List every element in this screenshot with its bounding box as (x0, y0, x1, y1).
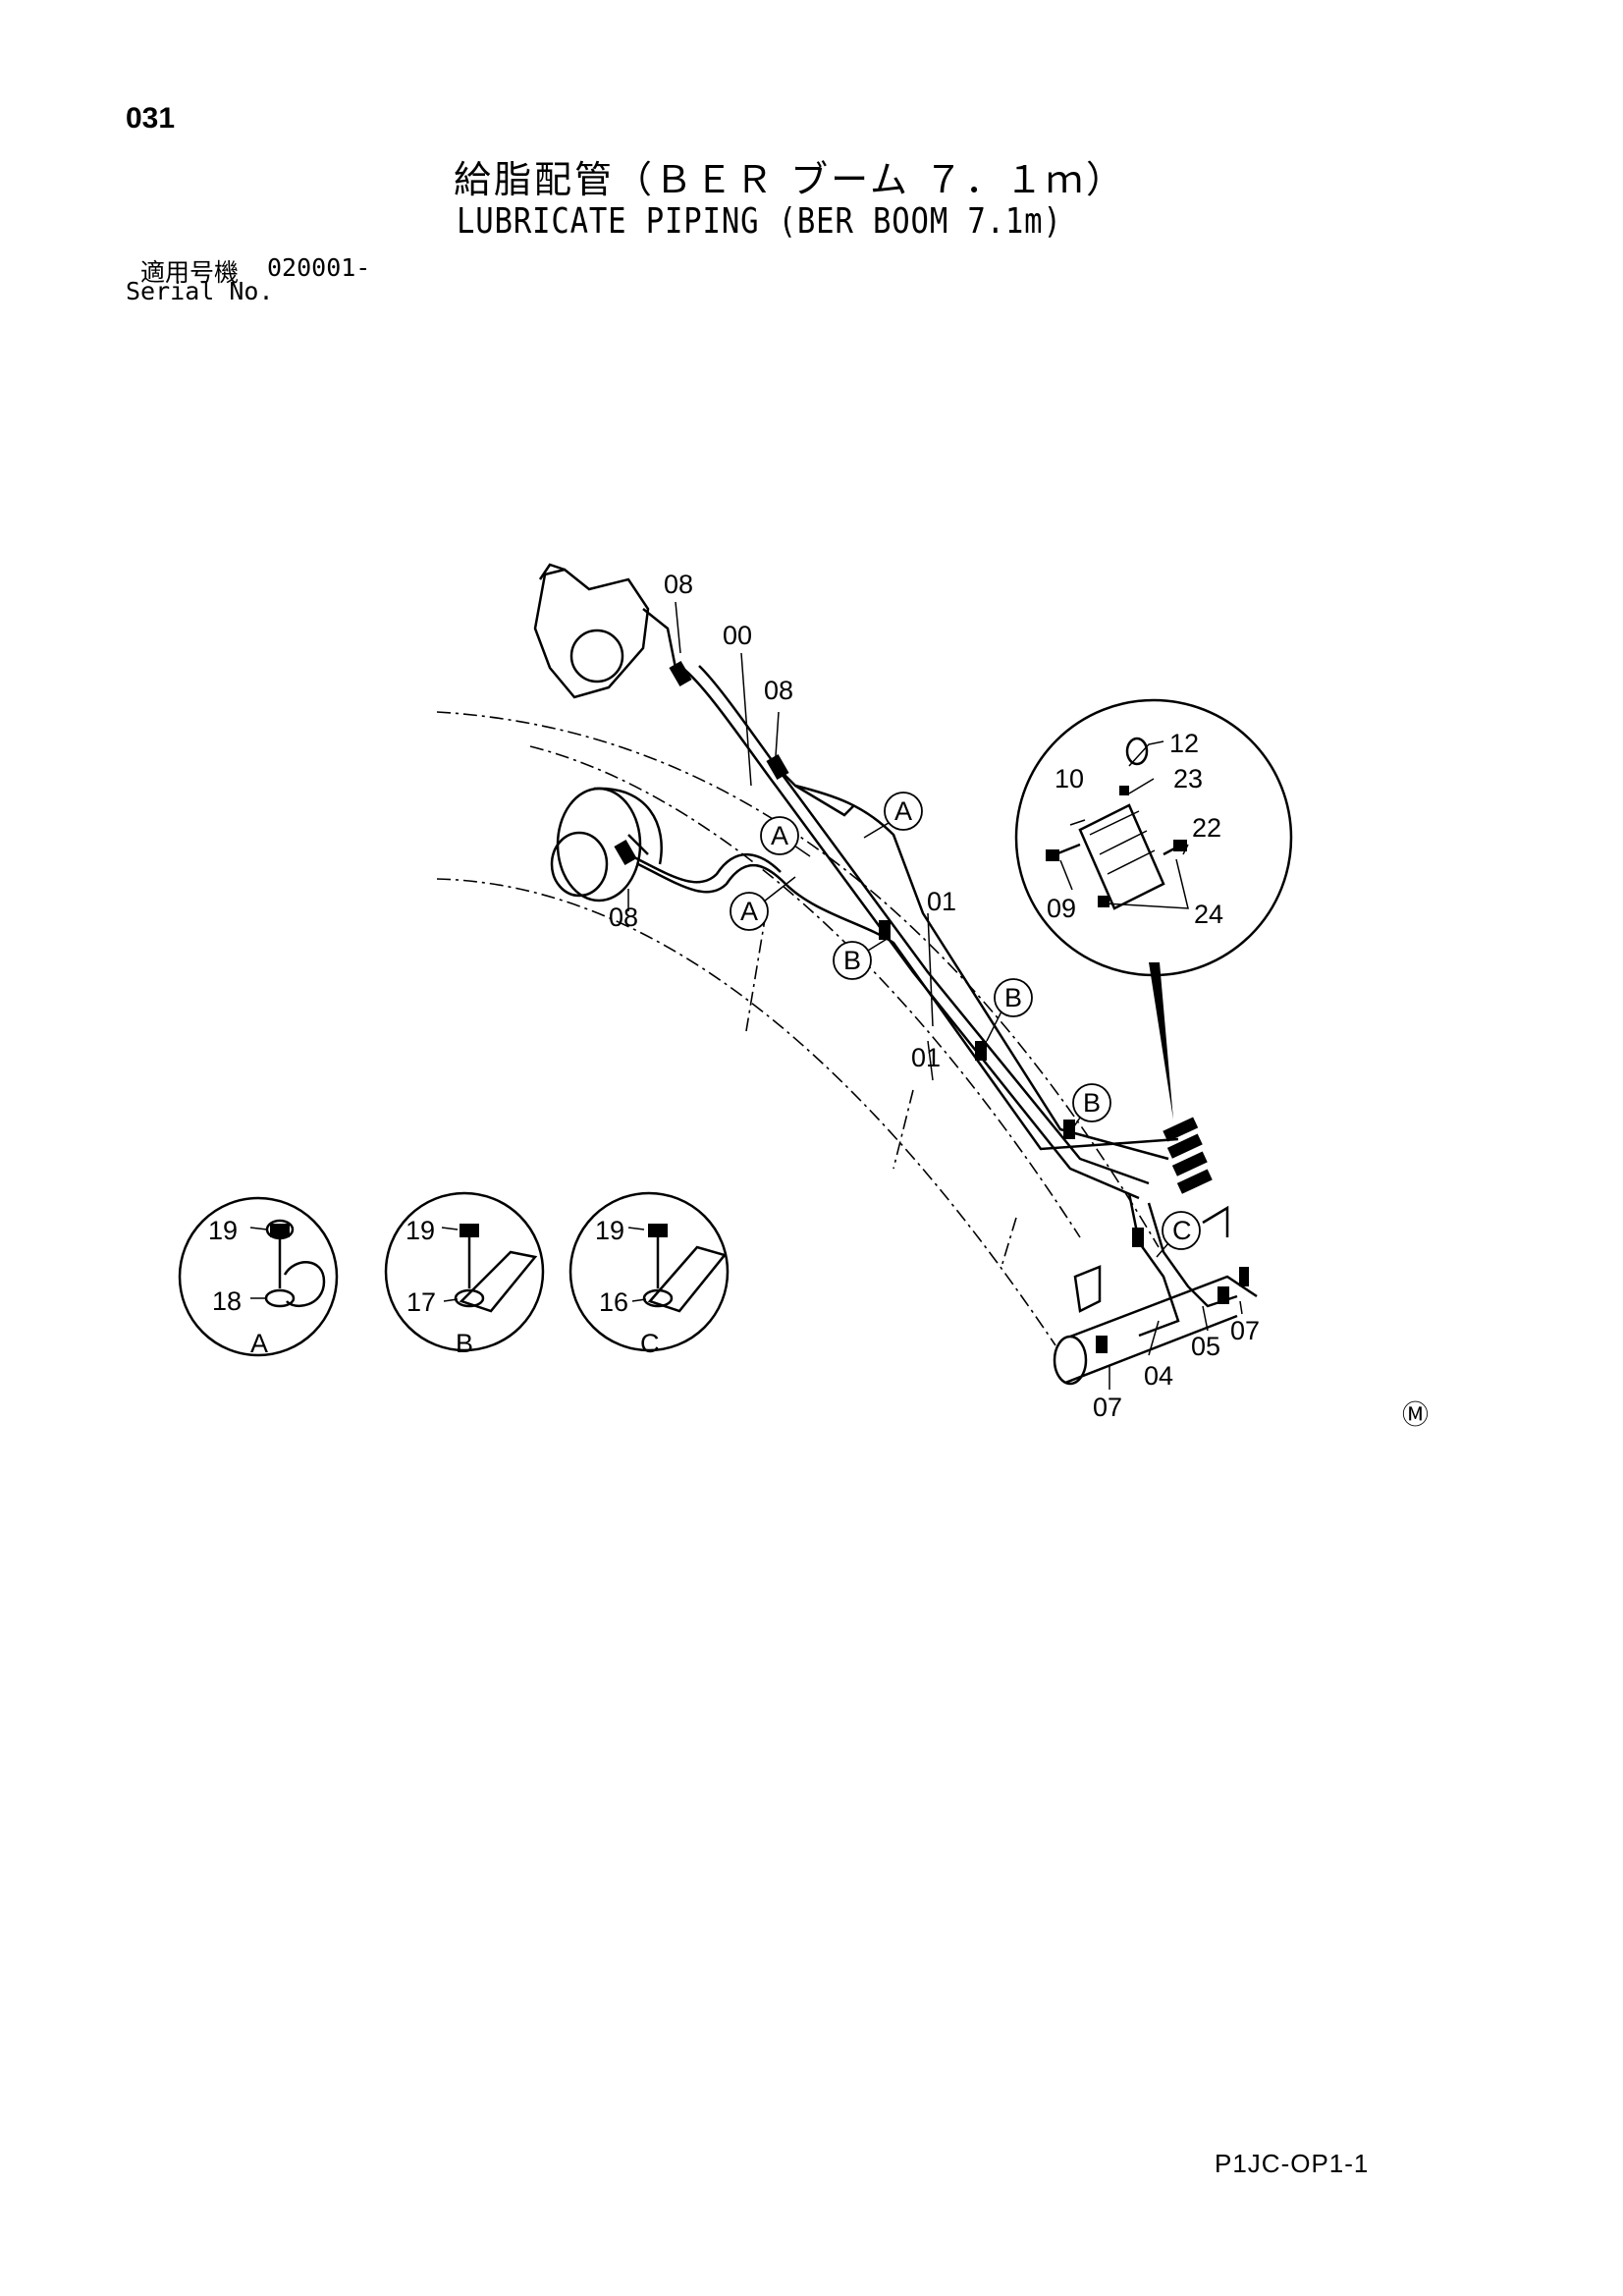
part-label-19: 19 (208, 1216, 238, 1245)
part-label-18: 18 (212, 1286, 242, 1316)
part-label-07: 07 (1230, 1316, 1260, 1345)
detail-caption-c: C (640, 1329, 660, 1358)
part-label-08: 08 (664, 570, 693, 599)
serial-label-english: Serial No. (126, 277, 274, 305)
page-number: 031 (126, 102, 176, 135)
part-label-00: 00 (723, 621, 752, 650)
part-label-04: 04 (1144, 1361, 1173, 1391)
detail-caption-a: A (250, 1329, 268, 1358)
detail-caption-b: B (456, 1329, 473, 1358)
grease-terminal-block (1163, 1117, 1213, 1194)
boom-outline (436, 711, 1160, 1346)
page-title-english: LUBRICATE PIPING (BER BOOM 7.1m) (457, 201, 1062, 242)
callout-bubbles (730, 792, 1201, 1258)
callout-b: B (1083, 1088, 1101, 1118)
part-label-07: 07 (1093, 1393, 1122, 1422)
callout-a: A (894, 796, 912, 826)
revision-mark: Ⓜ (1402, 1400, 1429, 1430)
page-title-japanese: 給脂配管（ＢＥＲ ブーム ７．１ｍ） (454, 158, 1127, 201)
part-label-05: 05 (1191, 1332, 1220, 1361)
callout-a: A (740, 897, 758, 926)
pipe-clamps (614, 660, 1249, 1353)
part-label-08: 08 (609, 902, 638, 932)
part-label-19: 19 (406, 1216, 435, 1245)
detail-captions: A B C (250, 1329, 660, 1358)
part-label-16: 16 (599, 1287, 628, 1317)
part-label-09: 09 (1047, 894, 1076, 923)
detail-pointer (1149, 962, 1173, 1120)
clamp-detail-b (384, 1191, 545, 1352)
clamp-detail-c (568, 1191, 730, 1352)
callout-b: B (843, 946, 861, 975)
callout-a: A (771, 821, 788, 850)
clamp-detail-a (178, 1196, 339, 1357)
part-label-01: 01 (927, 887, 956, 916)
part-label-24: 24 (1194, 900, 1223, 929)
terminal-detail-view (1014, 698, 1293, 977)
part-number-labels: 08 00 08 08 01 01 04 05 07 07 09 10 12 2… (208, 570, 1260, 1422)
grease-pipes (627, 665, 1238, 1338)
boom-foot-boss (550, 787, 663, 902)
part-label-12: 12 (1169, 729, 1199, 758)
document-code: P1JC-OP1-1 (1215, 2149, 1370, 2178)
part-label-23: 23 (1173, 764, 1203, 793)
callout-c: C (1172, 1216, 1192, 1245)
callout-b: B (1004, 983, 1022, 1012)
part-label-01: 01 (911, 1043, 941, 1072)
serial-label-japanese: 適用号機 (140, 258, 240, 287)
serial-number-value: 020001- (267, 253, 371, 282)
part-label-22: 22 (1192, 813, 1221, 843)
boom-top-bracket (533, 563, 679, 699)
part-label-19: 19 (595, 1216, 624, 1245)
callout-letters: A A A B B B C (740, 796, 1192, 1245)
boom-cylinder-boss (1053, 1205, 1258, 1386)
leader-lines (627, 601, 1243, 1390)
part-label-17: 17 (406, 1287, 436, 1317)
part-label-08: 08 (764, 676, 793, 705)
part-label-10: 10 (1055, 764, 1084, 793)
